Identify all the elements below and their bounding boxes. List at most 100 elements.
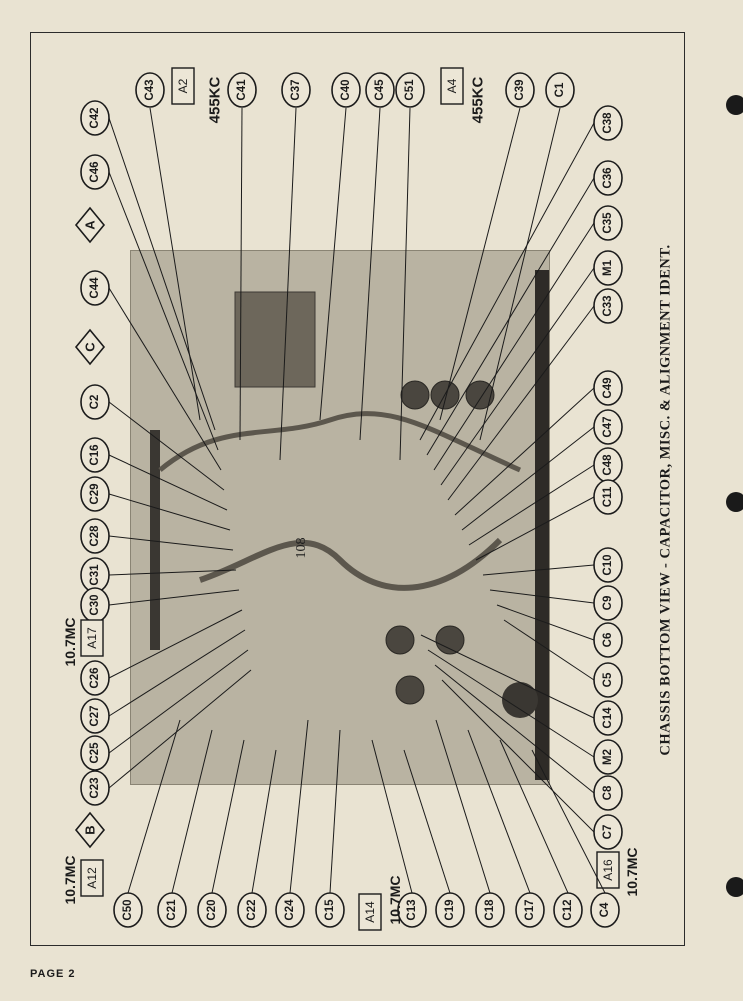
leader-line (108, 287, 222, 471)
leader-line (108, 117, 216, 431)
leader-line (399, 107, 411, 461)
leader-line (279, 107, 297, 461)
left-callout-ring (80, 154, 110, 190)
right-callout-ring (593, 250, 623, 286)
bottom-callout-c18: C18 (484, 899, 496, 921)
wire-harness (158, 411, 522, 473)
left-callout-ring (80, 384, 110, 420)
top-callout-ring (135, 72, 165, 108)
leader-line (359, 107, 381, 441)
right-callout-ring (593, 775, 623, 811)
top-callout-ring (227, 72, 257, 108)
left-callout-c27: C27 (89, 705, 101, 726)
leader-line (468, 464, 595, 546)
punch-hole-middle (726, 492, 743, 512)
right-callout-c9: C9 (602, 596, 614, 611)
alignment-marker (74, 206, 106, 244)
left-callout-c2: C2 (89, 395, 101, 410)
leader-line (499, 739, 569, 894)
leader-line (420, 634, 595, 719)
right-box-a16: A16 (601, 859, 615, 881)
diagram-caption: CHASSIS BOTTOM VIEW - CAPACITOR, MISC. &… (657, 244, 674, 756)
freq-label-455kc: 455KC (470, 76, 487, 123)
bottom-callout-ring (435, 892, 465, 928)
left-callout-ring (80, 270, 110, 306)
leader-line (239, 107, 243, 441)
leader-line (108, 493, 231, 531)
tube-socket (395, 675, 425, 705)
leader-line (403, 749, 451, 894)
tube-socket (400, 380, 430, 410)
leader-line (440, 267, 595, 486)
right-callout-ring (593, 547, 623, 583)
right-callout-c14: C14 (602, 707, 614, 729)
bottom-callout-c20: C20 (206, 899, 218, 920)
left-box (80, 859, 104, 897)
bottom-callout-ring (515, 892, 545, 928)
bottom-callout-ring (113, 892, 143, 928)
top-callout-ring (331, 72, 361, 108)
leader-line (479, 107, 561, 441)
leader-line (108, 649, 249, 754)
left-box-a17: A17 (85, 627, 99, 649)
freq-label-10-7mc: 10.7MC (62, 617, 78, 666)
top-callout-ring (545, 72, 575, 108)
bottom-callout-ring (275, 892, 305, 928)
chassis-marking: 108 (294, 538, 309, 559)
left-callout-c29: C29 (89, 483, 101, 504)
right-callout-c33: C33 (602, 295, 614, 316)
freq-label-10-7mc: 10.7MC (624, 847, 640, 896)
leader-line (439, 107, 521, 421)
leader-line (251, 749, 277, 894)
right-callout-ring (593, 739, 623, 775)
right-callout-c6: C6 (602, 633, 614, 648)
leader-line (289, 719, 309, 894)
bottom-callout-c13: C13 (406, 899, 418, 920)
leader-line (108, 609, 243, 679)
right-callout-ring (593, 662, 623, 698)
left-callout-ring (80, 698, 110, 734)
leader-line (434, 664, 595, 794)
alignment-marker (74, 811, 106, 849)
leader-line (435, 719, 491, 894)
page-border (30, 32, 685, 946)
right-callout-c36: C36 (602, 167, 614, 188)
left-callout-c44: C44 (89, 277, 101, 299)
right-callout-c48: C48 (602, 454, 614, 476)
right-callout-ring (593, 479, 623, 515)
bottom-callout-c19: C19 (444, 899, 456, 920)
leader-line (467, 729, 531, 894)
leader-line (108, 454, 228, 511)
tube-socket (385, 625, 415, 655)
leader-line (108, 589, 240, 606)
leader-line (108, 171, 219, 451)
bottom-callout-c22: C22 (246, 899, 258, 920)
alignment-marker-b: B (83, 825, 98, 834)
bottom-callout-c17: C17 (524, 899, 536, 920)
right-callout-ring (593, 205, 623, 241)
bottom-callout-ring (157, 892, 187, 928)
top-callout-c51: C51 (404, 79, 416, 101)
bottom-callout-c4: C4 (599, 902, 611, 917)
tube-socket (435, 625, 465, 655)
left-callout-c42: C42 (89, 107, 101, 128)
right-callout-c38: C38 (602, 112, 614, 134)
bottom-callout-ring (590, 892, 620, 928)
leader-line (447, 305, 595, 501)
punch-hole-top (726, 95, 743, 115)
right-callout-ring (593, 160, 623, 196)
chassis-photo (130, 250, 550, 785)
right-callout-c11: C11 (602, 486, 614, 507)
top-callout-c37: C37 (290, 79, 302, 100)
left-box (80, 619, 104, 657)
alignment-marker (74, 328, 106, 366)
top-callout-ring (505, 72, 535, 108)
left-callout-ring (80, 660, 110, 696)
left-callout-ring (80, 476, 110, 512)
top-box-a4: A4 (445, 78, 459, 93)
top-box (440, 67, 464, 105)
left-callout-c16: C16 (89, 444, 101, 465)
control-knob-shaft (502, 682, 538, 718)
